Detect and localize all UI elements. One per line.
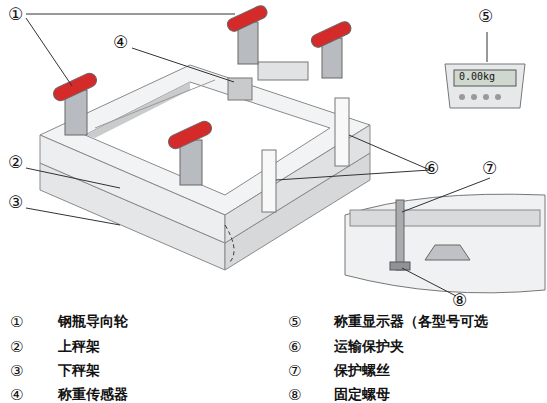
part-name: 运输保护夹 xyxy=(334,338,404,355)
callout-number: ⑦ xyxy=(482,158,497,178)
callout-number: ④ xyxy=(10,386,23,403)
upper-frame-top xyxy=(40,65,370,215)
callout-number: ① xyxy=(8,4,23,24)
junction-box xyxy=(258,62,308,80)
callout-number: ⑧ xyxy=(452,290,467,310)
callout-number: ② xyxy=(8,152,23,172)
fixing-nut xyxy=(390,262,410,270)
inset-frame xyxy=(350,210,540,226)
part-name: 称重显示器（各型号可选 xyxy=(334,313,488,330)
transport-clip xyxy=(335,98,349,166)
part-name: 下秤架 xyxy=(58,362,100,379)
weighing-display xyxy=(445,64,525,108)
part-name: 上秤架 xyxy=(58,338,100,355)
part-name: 称重传感器 xyxy=(58,386,128,403)
callout-number: ⑥ xyxy=(424,158,439,178)
callout-number: ① xyxy=(10,313,23,331)
frame-rail xyxy=(95,80,215,128)
detail-marker xyxy=(225,225,234,262)
callout-number: ④ xyxy=(113,32,128,52)
callout-number: ③ xyxy=(8,192,23,212)
display-screen xyxy=(454,70,516,86)
frame-inner-shade xyxy=(85,82,190,138)
callout-number: ⑤ xyxy=(288,313,301,331)
callout-number: ⑤ xyxy=(478,6,493,26)
transport-clip xyxy=(262,150,276,212)
protect-screw xyxy=(396,200,404,270)
callout-number: ⑦ xyxy=(288,362,301,380)
callout-number: ⑥ xyxy=(288,338,301,356)
callout-number: ② xyxy=(10,338,23,356)
part-name: 钢瓶导向轮 xyxy=(58,313,128,330)
display-reading: 0.00kg xyxy=(459,71,495,83)
part-name: 保护螺丝 xyxy=(334,362,390,379)
detail-inset xyxy=(345,194,545,293)
leader-lines xyxy=(26,14,490,296)
foot xyxy=(425,245,470,260)
callout-number: ⑧ xyxy=(288,386,301,403)
callout-number: ③ xyxy=(10,362,23,380)
guide-wheels xyxy=(51,4,353,185)
upper-frame-front xyxy=(40,135,225,243)
part-name: 固定螺母 xyxy=(334,386,390,403)
